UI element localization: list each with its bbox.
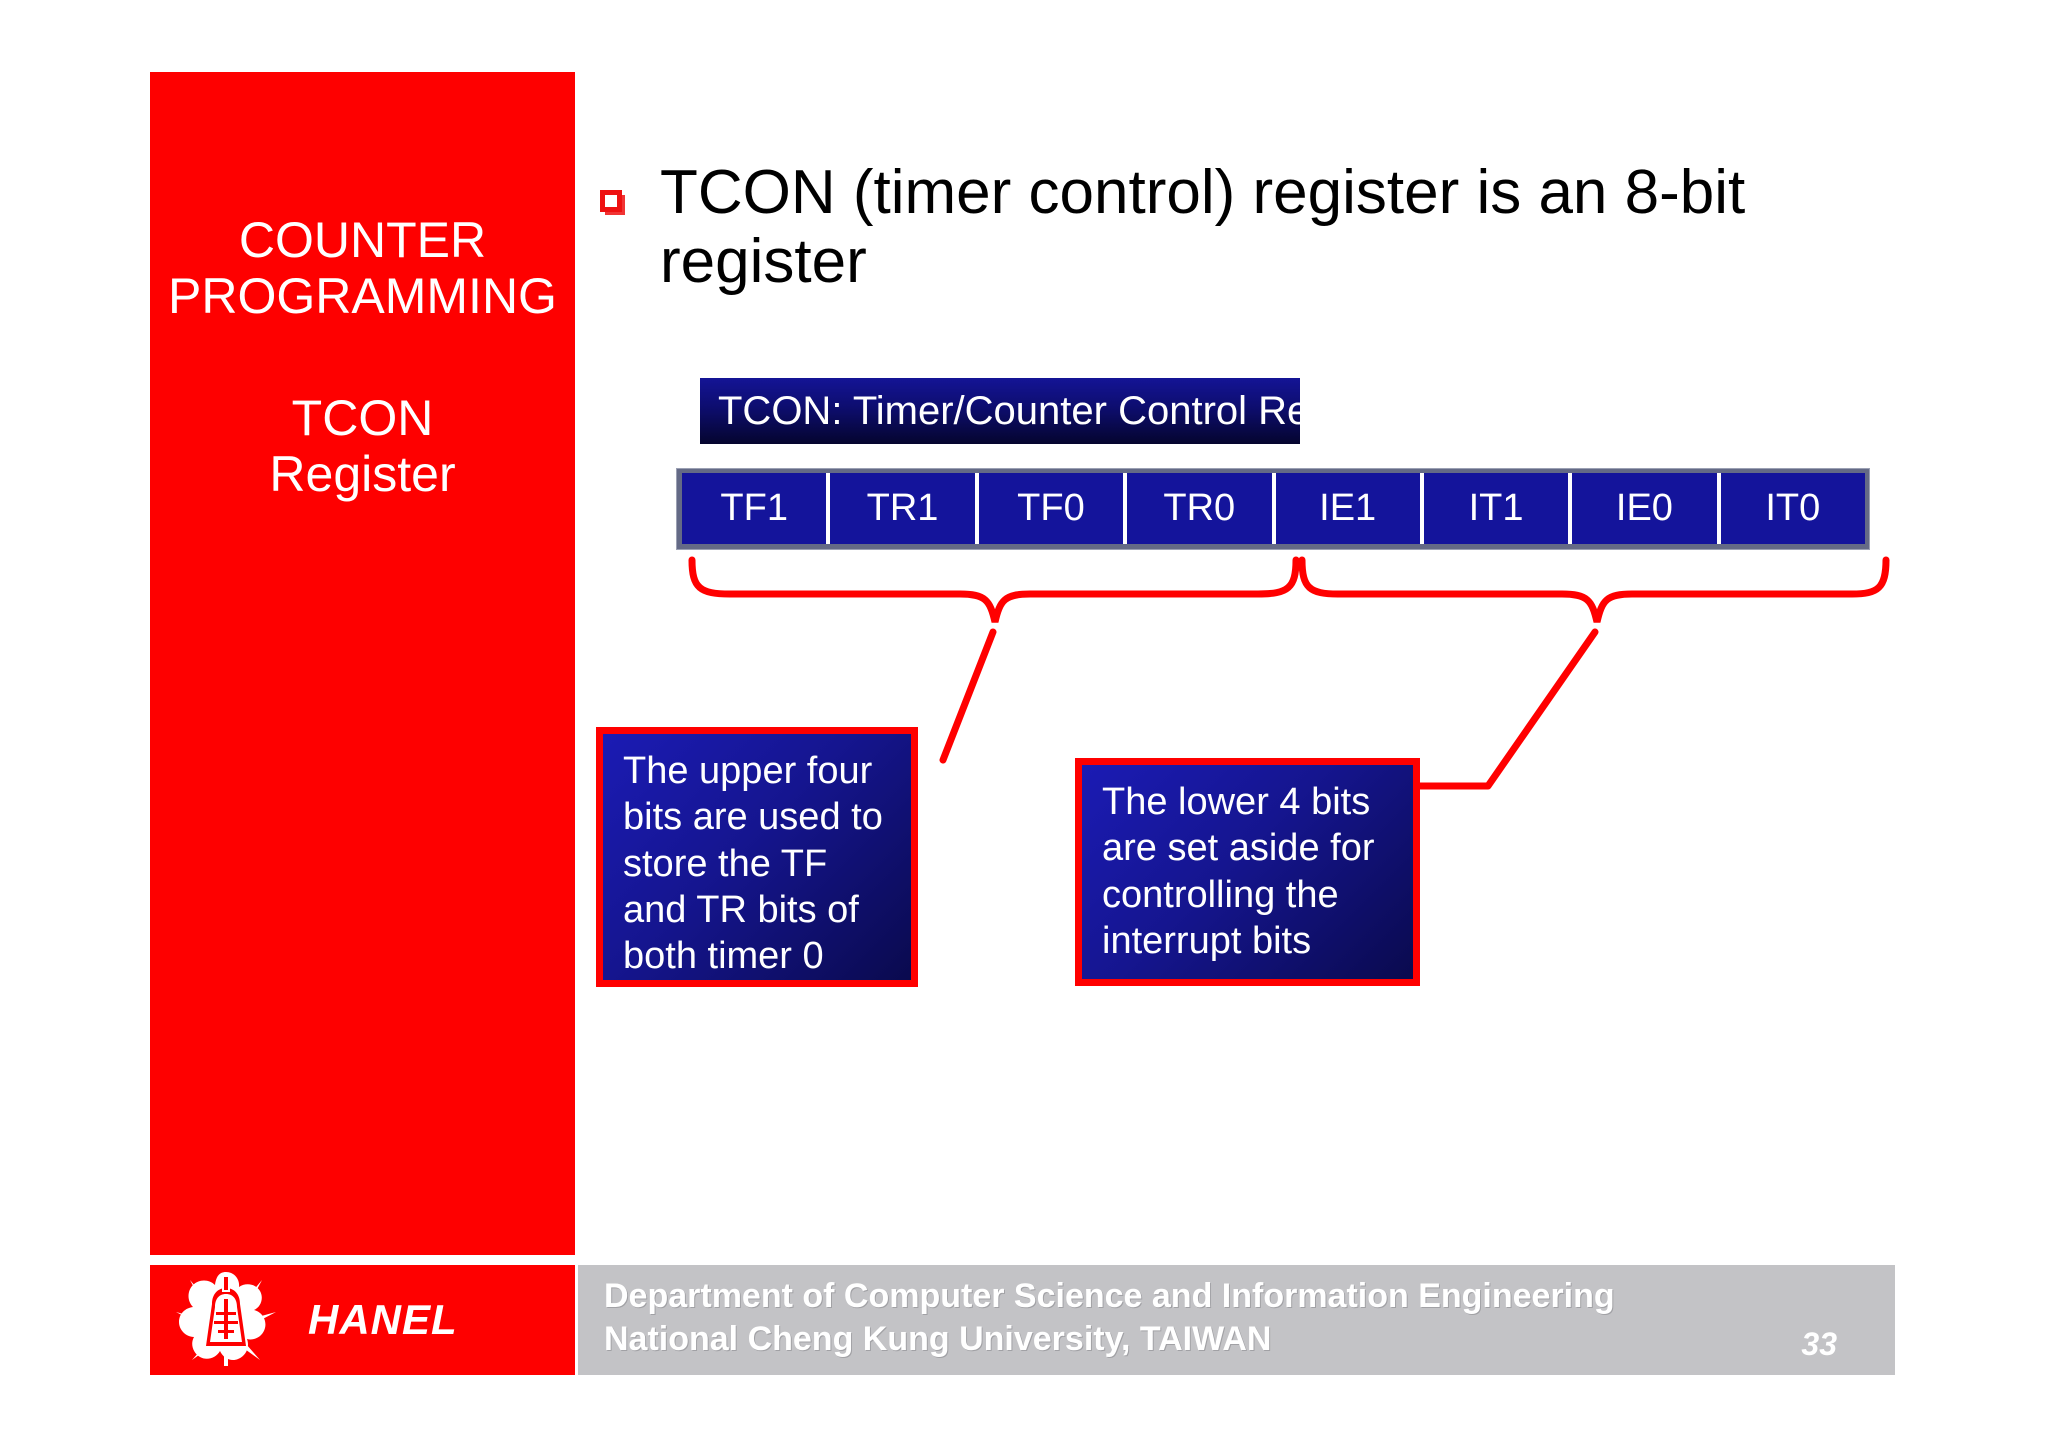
bit-cell-it1: IT1: [1423, 473, 1573, 544]
bit-cell-tr0: TR0: [1127, 473, 1276, 544]
red-square-bullet-icon: [600, 190, 622, 212]
leader-line-lower: [1416, 628, 1599, 790]
footer-logo-block: HANEL: [150, 1265, 575, 1375]
bit-cell-ie1: IE1: [1275, 473, 1424, 544]
sidebar-title-line1: COUNTER: [238, 212, 487, 268]
sidebar-panel: COUNTER PROGRAMMING TCON Register: [150, 72, 575, 1255]
sidebar-subtitle-line1: TCON: [291, 390, 434, 446]
footer-bar: Department of Computer Science and Infor…: [578, 1265, 1895, 1375]
bit-cell-tf1: TF1: [682, 473, 831, 544]
callout-upper-bits: The upper four bits are used to store th…: [596, 727, 918, 1024]
sidebar-subtitle: TCON Register: [150, 390, 575, 502]
page-number: 33: [1801, 1326, 1837, 1362]
footer-department-line: Department of Computer Science and Infor…: [604, 1277, 1615, 1315]
bit-cell-ie0: IE0: [1572, 473, 1721, 544]
bit-cell-tf0: TF0: [978, 473, 1128, 544]
sidebar-subtitle-line2: Register: [269, 446, 456, 502]
sidebar-title-line2: PROGRAMMING: [168, 268, 557, 324]
ncku-bell-blossom-logo-icon: [176, 1272, 276, 1366]
register-header-bar: TCON: Timer/Counter Control Register: [700, 378, 1407, 444]
brace-upper-bits: [688, 556, 1300, 623]
register-bit-row: TF1 TR1 TF0 TR0 IE1 IT1 IE0 IT0: [676, 468, 1870, 550]
brace-lower-bits: [1298, 556, 1890, 623]
callout-lower-bits: The lower 4 bits are set aside for contr…: [1075, 758, 1420, 986]
bit-cell-it0: IT0: [1720, 473, 1865, 544]
sidebar-title: COUNTER PROGRAMMING: [150, 212, 575, 324]
logo-wordmark: HANEL: [308, 1296, 458, 1343]
footer-university-line: National Cheng Kung University, TAIWAN: [604, 1319, 1272, 1358]
leader-line-upper: [939, 628, 997, 764]
page-title: TCON (timer control) register is an 8-bi…: [660, 158, 1746, 297]
bit-cell-tr1: TR1: [830, 473, 979, 544]
